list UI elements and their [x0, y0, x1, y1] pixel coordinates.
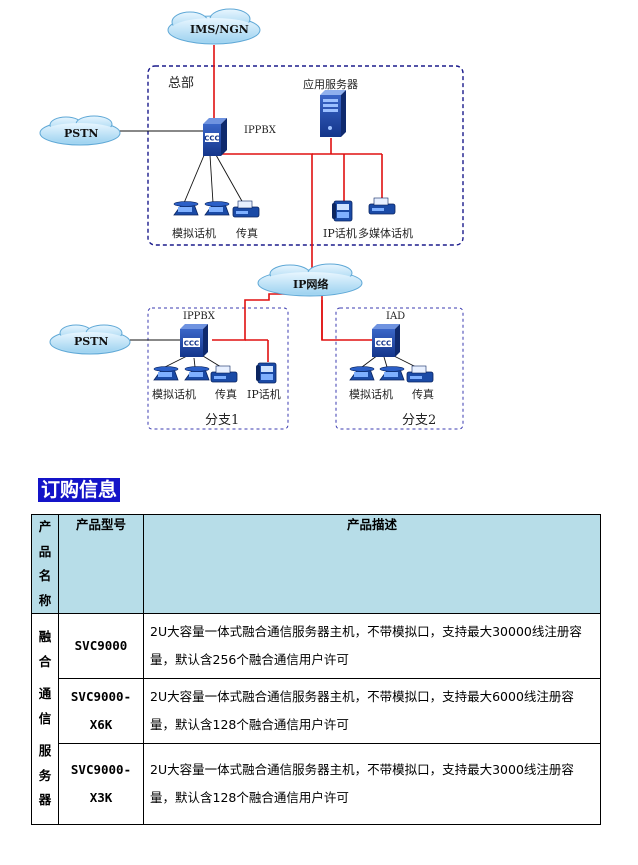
cloud-pstn-bottom [49, 324, 131, 355]
b1-ippbx-label: IPPBX [183, 311, 215, 322]
cloud-pstn-bottom-label: PSTN [74, 335, 109, 348]
network-diagram: CCC CCC CCC [39, 8, 464, 430]
header-char: 产 [38, 519, 52, 534]
hq-title: 总部 [168, 76, 195, 91]
model-line1: SVC9000- [70, 689, 132, 704]
hq-media-phone-icon [368, 197, 396, 215]
branch2-iad-device: CCC [372, 324, 400, 357]
b2-analog-phone-label: 模拟话机 [349, 388, 393, 401]
model-line1: SVC9000- [70, 762, 132, 777]
branch1-title: 分支1 [205, 413, 240, 428]
table-row: SVC9000- X6K 2U大容量一体式融合通信服务器主机，不带模拟口，支持最… [32, 678, 601, 744]
b1-fax-label: 传真 [215, 388, 237, 401]
branch2-frame [335, 307, 464, 430]
description-cell: 2U大容量一体式融合通信服务器主机，不带模拟口，支持最大6000线注册容量，默认… [143, 678, 601, 744]
b1-analog-phone-2-icon [184, 366, 210, 381]
category-char: 通 [38, 686, 52, 702]
hq-fax-icon [232, 200, 260, 218]
diagram-canvas: CCC CCC CCC [39, 8, 464, 430]
b1-analog-phone-1-icon [153, 366, 179, 381]
svg-text:CCC: CCC [184, 340, 199, 348]
hq-ippbx-label: IPPBX [244, 125, 276, 136]
hq-media-phone-label: 多媒体话机 [358, 227, 413, 240]
header-product-model: 产品型号 [58, 514, 144, 614]
table-header-row: 产 品 名 称 产品型号 产品描述 [31, 514, 601, 614]
branch1-ippbx-device: CCC [180, 324, 208, 357]
b1-analog-phone-label: 模拟话机 [152, 388, 196, 401]
table-row: 融 合 通 信 服 务 器 SVC9000 2U大容量一体式融合通信服务器主机，… [31, 613, 601, 825]
model-line2: X3K [89, 790, 113, 805]
svg-text:CCC: CCC [376, 340, 391, 348]
branch1-frame [147, 307, 289, 430]
category-cell: 融 合 通 信 服 务 器 [31, 613, 59, 825]
header-product-name: 产 品 名 称 [31, 514, 59, 614]
b1-fax-icon [210, 365, 238, 383]
b2-analog-phone-2-icon [379, 366, 405, 381]
hq-ip-phone-label: IP话机 [323, 227, 357, 240]
category-char: 服 [38, 743, 52, 759]
category-char: 融 [38, 629, 52, 645]
cloud-ims [167, 8, 261, 45]
category-char: 务 [38, 767, 52, 783]
red-links [212, 45, 383, 362]
model-cell: SVC9000 [58, 613, 144, 679]
header-char: 称 [38, 592, 52, 608]
cloud-pstn-top-label: PSTN [64, 127, 99, 140]
description-cell: 2U大容量一体式融合通信服务器主机，不带模拟口，支持最大3000线注册容量，默认… [143, 743, 601, 825]
category-char: 信 [38, 710, 52, 726]
svg-text:CCC: CCC [204, 135, 219, 143]
order-section-title: 订购信息 [38, 478, 121, 502]
header-char: 品 [38, 543, 52, 559]
hq-frame [147, 65, 464, 246]
description-cell: 2U大容量一体式融合通信服务器主机，不带模拟口，支持最大30000线注册容量，默… [143, 613, 601, 679]
hq-ippbx-device: CCC [203, 118, 227, 156]
hq-ip-phone-icon [331, 200, 353, 222]
model-cell: SVC9000- X6K [58, 678, 144, 744]
app-server-label: 应用服务器 [303, 78, 358, 91]
hq-analog-phone-2-icon [204, 201, 230, 216]
app-server-device [320, 90, 346, 137]
hq-fax-label: 传真 [236, 227, 258, 240]
header-product-description: 产品描述 [143, 514, 601, 614]
category-char: 器 [38, 792, 52, 808]
b2-analog-phone-1-icon [349, 366, 375, 381]
b2-fax-label: 传真 [412, 388, 434, 401]
b2-fax-icon [406, 365, 434, 383]
cloud-ip-label: IP网络 [293, 278, 329, 291]
hq-analog-phone-1-icon [173, 201, 199, 216]
hq-analog-phone-label: 模拟话机 [172, 227, 216, 240]
table-row: SVC9000- X3K 2U大容量一体式融合通信服务器主机，不带模拟口，支持最… [32, 743, 601, 825]
cloud-pstn-top [39, 115, 121, 146]
branch2-title: 分支2 [402, 413, 437, 428]
order-table: 产 品 名 称 产品型号 产品描述 融 合 通 信 服 务 器 SVC9000 … [31, 514, 601, 825]
black-links [118, 130, 417, 368]
cloud-ip-network [257, 263, 363, 297]
header-char: 名 [38, 568, 52, 583]
model-line1: SVC9000 [74, 638, 128, 653]
b1-ip-phone-label: IP话机 [247, 388, 281, 401]
category-char: 合 [38, 653, 52, 669]
model-line2: X6K [89, 717, 113, 732]
b1-ip-phone-icon [255, 362, 277, 384]
cloud-ims-label: IMS/NGN [190, 23, 249, 36]
b2-iad-label: IAD [386, 311, 406, 322]
model-cell: SVC9000- X3K [58, 743, 144, 825]
